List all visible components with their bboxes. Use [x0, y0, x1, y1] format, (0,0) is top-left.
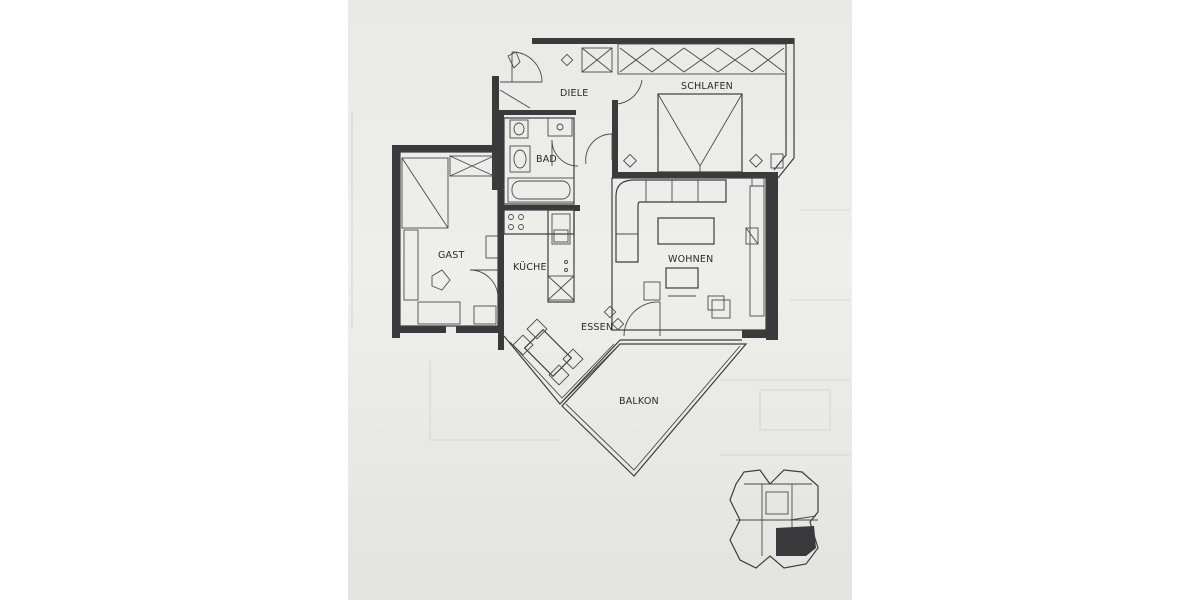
background-traces [351, 110, 850, 456]
room-label-diele: DIELE [560, 88, 588, 99]
room-label-essen: ESSEN [581, 322, 613, 333]
walls [392, 38, 794, 350]
unit-highlight [776, 526, 816, 556]
room-label-schlafen: SCHLAFEN [681, 81, 733, 92]
room-label-bad: BAD [536, 154, 557, 165]
room-label-kueche: KÜCHE [513, 262, 547, 273]
room-label-wohnen: WOHNEN [668, 254, 713, 265]
room-label-gast: GAST [438, 250, 465, 261]
room-labels: DIELE SCHLAFEN BAD GAST KÜCHE WOHNEN ESS… [438, 81, 733, 407]
thin-lines [399, 38, 795, 477]
building-key-plan [729, 469, 819, 569]
room-label-balkon: BALKON [619, 396, 659, 407]
